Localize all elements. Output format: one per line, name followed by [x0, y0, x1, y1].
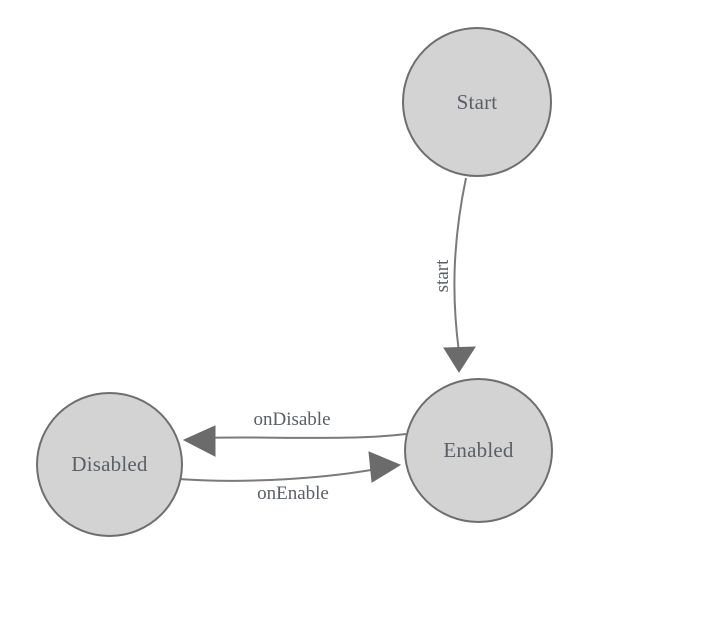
edge-line-enabled-to-disabled	[197, 433, 407, 439]
arrowhead-disabled-to-enabled	[368, 451, 402, 483]
state-node-start-label: Start	[456, 89, 498, 114]
state-node-start[interactable]: Start	[402, 27, 552, 177]
state-node-enabled[interactable]: Enabled	[404, 378, 553, 523]
edge-line-start-to-enabled	[453, 177, 467, 353]
state-node-enabled-label: Enabled	[443, 438, 514, 462]
edge-line-disabled-to-enabled	[177, 467, 383, 482]
arrowhead-start-to-enabled	[443, 346, 476, 373]
edge-label-onenable: onEnable	[257, 483, 329, 504]
state-node-disabled-label: Disabled	[71, 452, 148, 476]
edge-label-ondisable: onDisable	[253, 409, 331, 430]
arrowhead-enabled-to-disabled	[182, 425, 216, 457]
edge-label-start: start	[432, 259, 453, 293]
state-node-disabled[interactable]: Disabled	[36, 392, 183, 537]
